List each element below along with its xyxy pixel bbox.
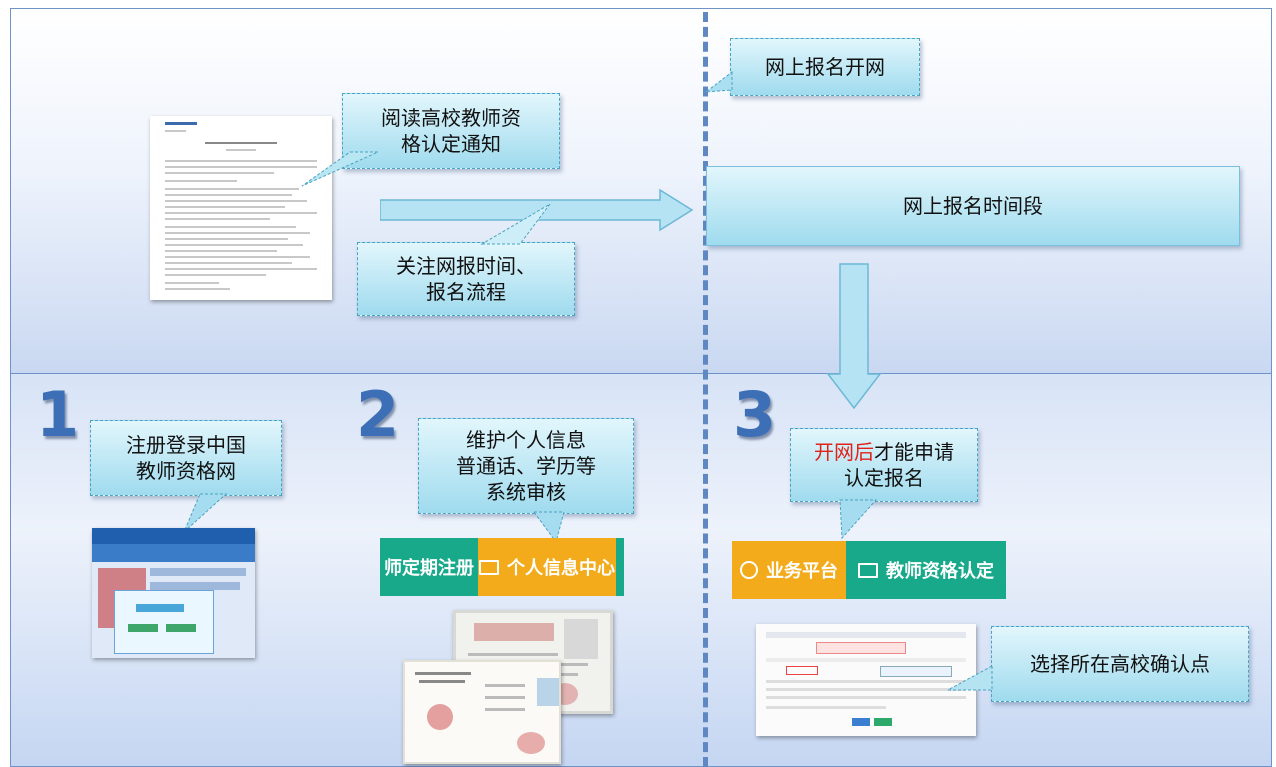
follow-time-line1: 关注网报时间、 <box>396 254 536 278</box>
business-platform-menu-bar: 业务平台 教师资格认定 <box>732 541 1006 599</box>
down-arrow <box>826 263 882 410</box>
online-open-callout-tail <box>704 70 733 93</box>
maintain-info-line2: 普通话、学历等 <box>456 454 596 478</box>
online-open-label: 网上报名开网 <box>765 55 885 79</box>
personal-info-center-label: 个人信息中心 <box>507 558 615 579</box>
teacher-qualification-label: 教师资格认定 <box>886 561 994 582</box>
business-platform-button[interactable]: 业务平台 <box>732 541 846 599</box>
register-login-line2: 教师资格网 <box>136 459 236 483</box>
notice-document-thumbnail <box>150 116 332 300</box>
maintain-info-callout: 维护个人信息 普通话、学历等 系统审核 <box>418 418 634 514</box>
select-confirmation-callout: 选择所在高校确认点 <box>991 626 1249 702</box>
right-arrow <box>380 188 694 232</box>
monitor-icon <box>858 562 878 578</box>
after-open-red-text: 开网后 <box>814 440 874 464</box>
menu-bar-edge <box>616 538 624 596</box>
follow-time-line2: 报名流程 <box>426 280 506 304</box>
dashed-divider <box>703 12 708 767</box>
maintain-info-line3: 系统审核 <box>486 480 566 504</box>
read-notice-callout: 阅读高校教师资 格认定通知 <box>342 93 560 169</box>
register-login-callout-tail <box>183 493 228 533</box>
select-confirmation-callout-tail <box>947 665 993 691</box>
step-1-number: 1 <box>36 378 80 451</box>
teacher-qualification-button[interactable]: 教师资格认定 <box>846 541 1006 599</box>
periodic-registration-button[interactable]: 师定期注册 <box>380 538 478 596</box>
register-login-line1: 注册登录中国 <box>126 433 246 457</box>
read-notice-callout-tail <box>301 151 379 187</box>
business-platform-label: 业务平台 <box>766 561 838 582</box>
read-notice-line1: 阅读高校教师资 <box>381 106 521 130</box>
follow-time-callout-tail <box>480 203 551 245</box>
select-confirmation-label: 选择所在高校确认点 <box>1030 652 1210 676</box>
mandarin-certificate-image <box>403 660 561 764</box>
registration-period-box: 网上报名时间段 <box>706 166 1240 246</box>
speedometer-icon <box>740 561 758 579</box>
register-login-callout: 注册登录中国 教师资格网 <box>90 420 282 496</box>
after-open-callout: 开网后才能申请 认定报名 <box>790 428 978 502</box>
follow-time-callout: 关注网报时间、 报名流程 <box>357 242 575 316</box>
read-notice-line2: 格认定通知 <box>401 132 501 156</box>
step-3-number: 3 <box>733 378 777 451</box>
periodic-registration-label: 师定期注册 <box>384 558 474 579</box>
after-open-callout-tail <box>839 499 878 540</box>
maintain-info-line1: 维护个人信息 <box>466 428 586 452</box>
maintain-info-callout-tail <box>533 511 565 544</box>
teacher-website-screenshot <box>92 528 255 658</box>
application-form-screenshot <box>756 624 976 736</box>
after-open-rest-text: 才能申请 <box>874 440 954 464</box>
personal-info-center-button[interactable]: 个人信息中心 <box>478 538 616 596</box>
registration-period-label: 网上报名时间段 <box>903 194 1043 218</box>
online-open-callout: 网上报名开网 <box>730 38 920 96</box>
after-open-line2: 认定报名 <box>844 466 924 490</box>
step-2-number: 2 <box>356 378 400 451</box>
personal-info-menu-bar: 师定期注册 个人信息中心 <box>380 538 624 596</box>
after-open-line1: 开网后才能申请 <box>814 439 954 465</box>
monitor-icon <box>479 559 499 575</box>
